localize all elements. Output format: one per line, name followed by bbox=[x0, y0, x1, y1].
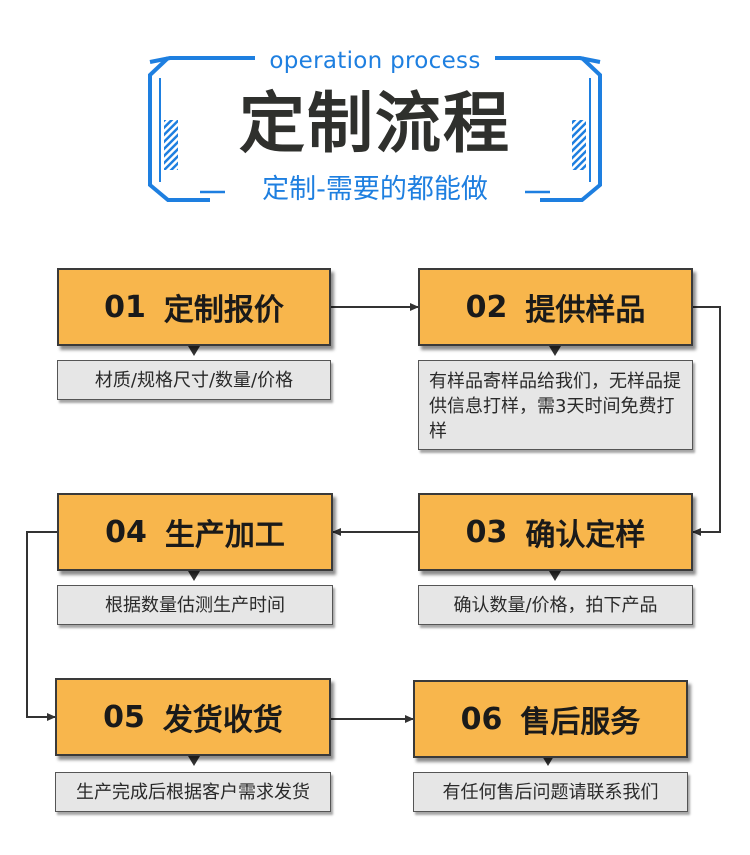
step-number: 05 bbox=[103, 699, 145, 735]
step-05-desc: 生产完成后根据客户需求发货 bbox=[55, 772, 331, 812]
step-label: 提供样品 bbox=[525, 293, 646, 328]
page-title: 定制流程 bbox=[239, 85, 511, 162]
step-number: 02 bbox=[465, 289, 508, 325]
left-stripe-accent bbox=[164, 120, 178, 170]
step-05: 05 发货收货 bbox=[55, 678, 331, 756]
step-04-desc: 根据数量估测生产时间 bbox=[57, 585, 333, 625]
step-label: 发货收货 bbox=[162, 703, 283, 738]
step-label: 生产加工 bbox=[164, 518, 285, 553]
step-06-desc: 有任何售后问题请联系我们 bbox=[413, 772, 688, 812]
down-arrow-03 bbox=[549, 571, 561, 581]
step-number: 01 bbox=[104, 289, 146, 325]
step-06: 06 售后服务 bbox=[413, 680, 688, 758]
step-03-desc: 确认数量/价格，拍下产品 bbox=[418, 585, 693, 625]
arrow-04-05 bbox=[26, 531, 57, 721]
header-frame bbox=[148, 56, 602, 202]
subtitle-en: operation process bbox=[255, 44, 495, 78]
step-04: 04 生产加工 bbox=[57, 493, 333, 571]
step-number: 03 bbox=[465, 514, 508, 550]
step-label: 确认定样 bbox=[525, 518, 646, 553]
right-stripe-accent bbox=[572, 120, 586, 170]
step-02: 02 提供样品 bbox=[418, 268, 693, 346]
step-03: 03 确认定样 bbox=[418, 493, 693, 571]
step-02-desc: 有样品寄样品给我们，无样品提供信息打样，需3天时间免费打样 bbox=[418, 360, 693, 450]
step-number: 06 bbox=[460, 701, 503, 737]
down-arrow-06 bbox=[542, 756, 554, 766]
step-label: 定制报价 bbox=[163, 293, 284, 328]
down-arrow-05 bbox=[188, 756, 200, 766]
down-arrow-01 bbox=[188, 346, 200, 356]
down-arrow-04 bbox=[188, 571, 200, 581]
step-number: 04 bbox=[105, 514, 147, 550]
step-01: 01 定制报价 bbox=[57, 268, 331, 346]
subtitle-cn: 定制-需要的都能做 bbox=[225, 170, 525, 210]
step-01-desc: 材质/规格尺寸/数量/价格 bbox=[57, 360, 331, 400]
down-arrow-02 bbox=[549, 346, 561, 356]
arrow-02-03 bbox=[692, 306, 721, 536]
step-label: 售后服务 bbox=[520, 705, 641, 740]
